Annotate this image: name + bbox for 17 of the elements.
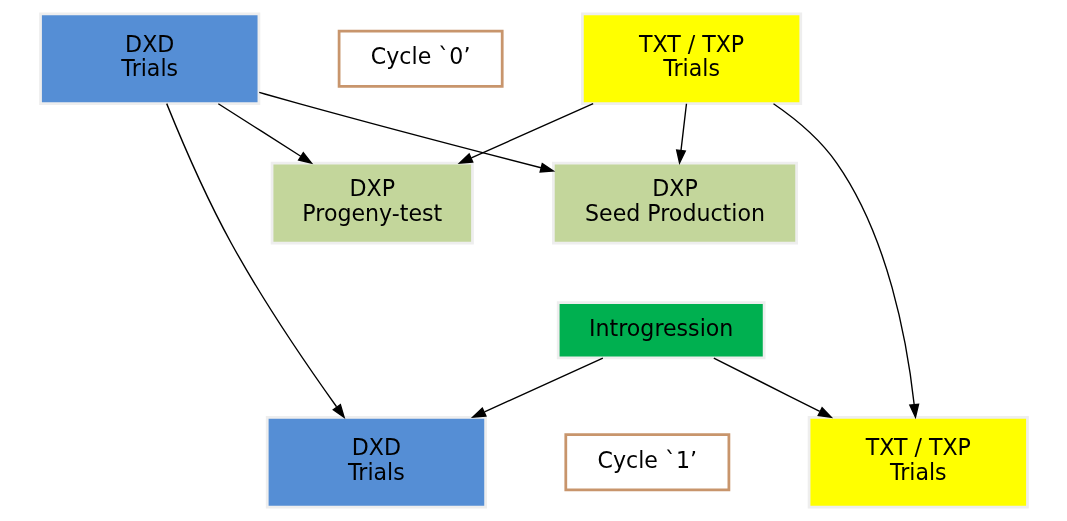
node-box: TXT / TXP Trials <box>807 416 1029 509</box>
node-box: DXD Trials <box>38 12 260 105</box>
arrow <box>772 103 919 420</box>
arrow <box>457 103 594 164</box>
arrow <box>470 357 604 419</box>
arrow <box>712 357 833 419</box>
node-box: Cycle `0’ <box>337 29 504 88</box>
arrow <box>258 91 555 173</box>
node-box: DXD Trials <box>265 416 487 509</box>
node-box: DXP Seed Production <box>551 161 798 245</box>
node-box: DXP Progeny-test <box>270 161 474 245</box>
node-box: Introgression <box>556 301 766 360</box>
node-box: Cycle `1’ <box>563 433 730 492</box>
arrow <box>675 103 687 165</box>
arrow <box>217 103 313 165</box>
arrow <box>165 102 345 419</box>
node-box: TXT / TXP Trials <box>580 12 802 105</box>
